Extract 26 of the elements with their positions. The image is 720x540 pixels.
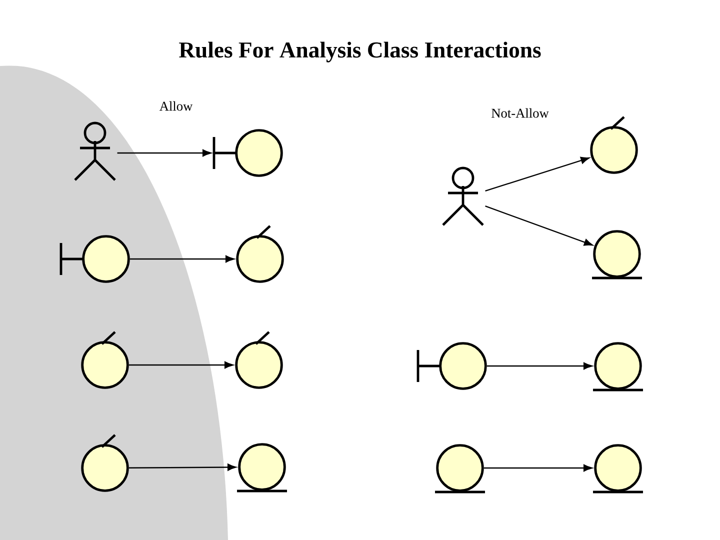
- column-heading: Not-Allow: [492, 108, 549, 118]
- control-symbol: [590, 116, 638, 174]
- arrow: [485, 156, 590, 192]
- arrow: [484, 464, 592, 472]
- arrow: [485, 206, 593, 246]
- actor-icon: [74, 122, 116, 182]
- arrow: [130, 255, 234, 263]
- column-heading: Allow: [159, 101, 193, 111]
- arrow: [128, 361, 234, 369]
- title: Rules For Analysis Class Interactions: [179, 42, 541, 62]
- entity-symbol: [592, 230, 642, 280]
- control-symbol: [81, 434, 129, 492]
- boundary-symbol: [212, 129, 283, 177]
- boundary-symbol: [416, 342, 487, 390]
- control-symbol: [81, 331, 129, 389]
- control-symbol: [236, 225, 284, 283]
- entity-symbol: [435, 444, 485, 494]
- entity-symbol: [593, 342, 643, 392]
- boundary-symbol: [60, 235, 130, 283]
- arrow: [486, 362, 592, 370]
- arrow: [117, 149, 212, 157]
- entity-symbol: [237, 443, 287, 492]
- control-symbol: [235, 331, 283, 389]
- arrow: [128, 464, 236, 471]
- entity-symbol: [593, 444, 643, 494]
- actor-icon: [442, 166, 484, 226]
